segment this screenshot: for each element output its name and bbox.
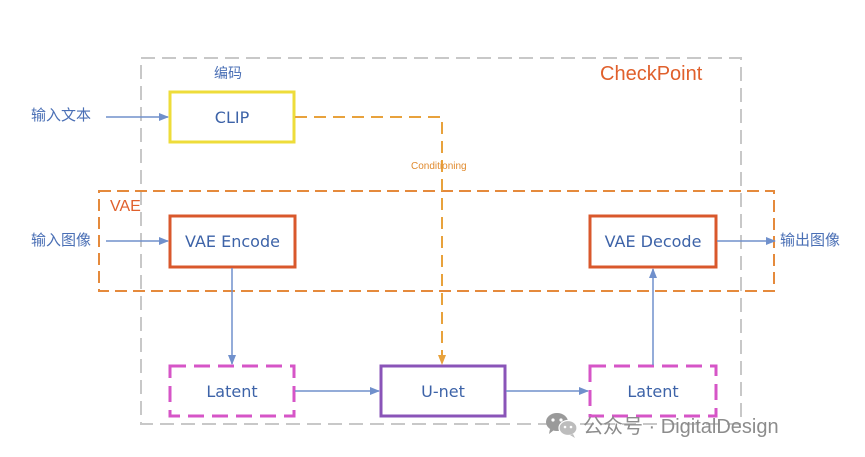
clip-box[interactable] — [168, 90, 296, 144]
output-image-label: 输出图像 — [780, 231, 841, 249]
latent-right-box[interactable] — [588, 364, 718, 418]
conditioning-path — [295, 116, 446, 365]
clip-box-label: CLIP — [214, 107, 250, 127]
latent-left-box[interactable] — [168, 364, 296, 418]
watermark-text: 公众号 · DigitalDesign — [583, 416, 779, 438]
vae-encode-box[interactable] — [168, 214, 297, 269]
conditioning-label: Conditioning — [411, 161, 467, 172]
input-image-label: 输入图像 — [31, 231, 92, 249]
vae-decode-box[interactable] — [588, 214, 718, 269]
input-text-label: 输入文本 — [31, 106, 92, 124]
latent-right-label: Latent — [627, 381, 679, 401]
vae-label: VAE — [110, 198, 141, 215]
latent-left-label: Latent — [206, 381, 258, 401]
watermark: 公众号 · DigitalDesign — [545, 410, 779, 439]
wechat-icon — [546, 412, 578, 438]
unet-box[interactable] — [379, 364, 507, 418]
clip-caption: 编码 — [214, 66, 242, 82]
vae-decode-label: VAE Decode — [604, 232, 702, 251]
vae-encode-label: VAE Encode — [185, 232, 280, 251]
checkpoint-label: CheckPoint — [600, 63, 703, 85]
unet-label: U-net — [421, 381, 465, 401]
